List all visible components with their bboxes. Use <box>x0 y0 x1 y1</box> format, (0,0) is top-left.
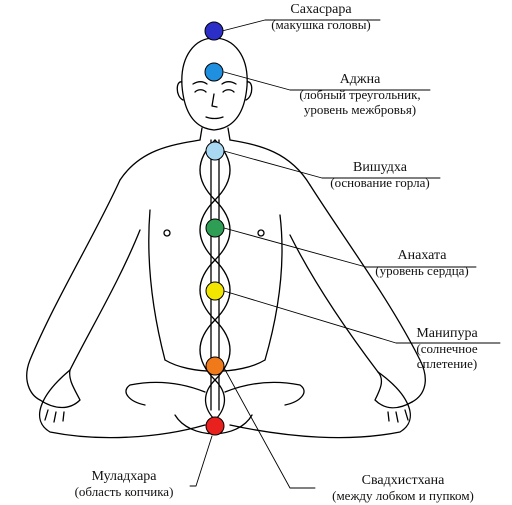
sacral-chakra-dot <box>205 356 225 376</box>
chakra-location: (уровень сердца) <box>375 263 469 278</box>
label-manipura: Манипура (солнечное сплетение) <box>392 326 502 371</box>
right-shoulder <box>229 139 311 186</box>
chakra-name: Манипура <box>416 326 478 341</box>
right-arm-inner <box>289 234 379 373</box>
leader-line-muladhara <box>189 435 213 487</box>
leader-line-anahata <box>223 227 477 268</box>
left-torso <box>148 209 166 361</box>
left-arm-inner <box>69 229 141 371</box>
left-nipple <box>163 229 171 237</box>
right-arm-outer <box>309 184 426 403</box>
left-hand <box>39 369 81 423</box>
chakra-name: Свадхистхана <box>361 473 445 488</box>
chakra-location: (макушка головы) <box>271 17 371 32</box>
chakra-location-line2: уровень межбровья) <box>303 102 417 117</box>
right-ear <box>245 81 253 101</box>
leader-line-sahasrara <box>221 19 381 32</box>
neck-left <box>199 127 203 141</box>
chakra-name: Вишудха <box>353 160 407 175</box>
chakra-name: Аджна <box>339 72 381 87</box>
nadi-pingala <box>199 139 231 421</box>
chakra-location: (между лобком и пупком) <box>332 488 474 503</box>
right-nipple <box>257 229 265 237</box>
label-svadhisthana: Свадхистхана (между лобком и пупком) <box>310 473 496 503</box>
leader-line-manipura <box>223 290 501 344</box>
label-muladhara: Муладхара (область копчика) <box>56 469 192 499</box>
left-shoulder <box>119 139 201 181</box>
left-ear <box>176 81 184 101</box>
chakra-location: (область копчика) <box>74 484 174 499</box>
legs-left <box>39 369 206 439</box>
chakra-name: Муладхара <box>91 469 157 484</box>
left-eye <box>194 89 207 93</box>
crown-chakra-dot <box>204 21 224 41</box>
root-chakra-dot <box>205 416 225 436</box>
chakra-location: (солнечное <box>416 341 478 356</box>
leader-line-svadhisthana <box>222 365 316 489</box>
solar-plexus-chakra-dot <box>205 281 225 301</box>
head-outline <box>181 37 248 131</box>
nose <box>211 93 218 108</box>
right-eyebrow <box>221 81 237 85</box>
label-vishuddha: Вишудха (основание горла) <box>318 160 442 190</box>
left-foot <box>224 381 305 406</box>
leader-lines <box>189 19 501 489</box>
mouth <box>205 116 224 120</box>
legs-right <box>229 371 411 439</box>
nadi-ida <box>199 139 231 421</box>
chakra-location: (лобный треугольник, <box>299 87 421 102</box>
right-torso <box>264 214 283 361</box>
chakra-location-line2: сплетение) <box>416 356 478 371</box>
leader-line-ajna <box>223 71 431 91</box>
right-hand <box>374 371 413 423</box>
third-eye-chakra-dot <box>204 62 224 82</box>
left-eyebrow <box>192 81 208 85</box>
neck-right <box>227 127 231 141</box>
label-anahata: Анахата (уровень сердца) <box>362 248 482 278</box>
chakra-location: (основание горла) <box>330 175 430 190</box>
label-ajna: Аджна (лобный треугольник, уровень межбр… <box>286 72 434 117</box>
chakra-name: Сахасрара <box>290 2 352 17</box>
left-arm-outer <box>26 179 121 401</box>
right-foot <box>125 381 206 406</box>
heart-chakra-dot <box>205 218 225 238</box>
throat-chakra-dot <box>205 141 225 161</box>
chakra-name: Анахата <box>397 248 447 263</box>
label-sahasrara: Сахасрара (макушка головы) <box>262 2 380 32</box>
leader-line-vishuddha <box>223 150 441 179</box>
right-eye <box>222 89 235 93</box>
